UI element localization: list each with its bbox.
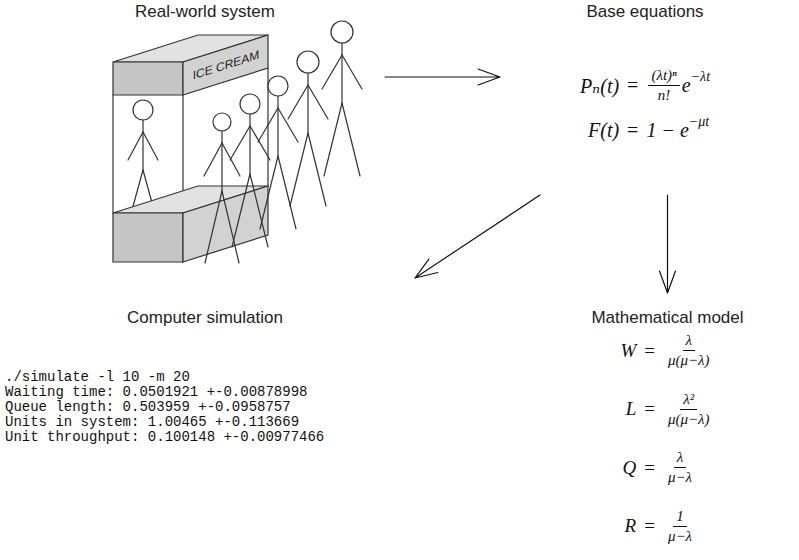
equation-term: e [682, 74, 691, 97]
group-heading: Base equations [540, 2, 750, 22]
equation-grid: W=λμ(μ−λ)L=λ²μ(μ−λ)Q=λμ−λR=1μ−λ [560, 332, 775, 545]
equation-rhs: (λt)ⁿn!e−λt [646, 67, 710, 105]
fraction-numerator: (λt)ⁿ [648, 67, 679, 86]
fraction: λμ−λ [665, 449, 695, 487]
console-line: Waiting time: 0.0501921 +-0.00878998 [5, 385, 408, 400]
equation-rhs: λμ−λ [663, 449, 715, 487]
fraction-denominator: μ(μ−λ) [665, 410, 713, 428]
console-line: ./simulate -l 10 -m 20 [5, 370, 408, 385]
equation-rhs: λ²μ(μ−λ) [663, 391, 715, 429]
simulation-group: Computer simulation ./simulate -l 10 -m 2… [2, 308, 408, 445]
fraction-numerator: λ [674, 449, 687, 468]
exponent: −μt [689, 114, 709, 130]
arrow-line [415, 195, 540, 278]
equals-sign: = [644, 457, 655, 479]
console-line: Unit throughput: 0.100148 +-0.00977466 [5, 430, 408, 445]
fraction-denominator: μ−λ [665, 468, 695, 486]
customer-figure [288, 51, 328, 206]
equation-lhs: L [620, 398, 636, 420]
equation-lhs: Pₙ(t) [580, 74, 619, 98]
console-line: Queue length: 0.503959 +-0.0958757 [5, 400, 408, 415]
equation-lhs: Q [620, 457, 636, 479]
model-group: Mathematical modelW=λμ(μ−λ)L=λ²μ(μ−λ)Q=λ… [560, 308, 775, 545]
console-line: Units in system: 1.00465 +-0.113669 [5, 415, 408, 430]
equation-term: 1 − e [646, 119, 688, 142]
equation-rhs: λμ(μ−λ) [663, 332, 715, 370]
equation-rhs: 1μ−λ [663, 508, 715, 546]
arrow-line [385, 69, 500, 85]
equals-sign: = [627, 119, 638, 142]
equations-group: Base equationsPₙ(t)=(λt)ⁿn!e−λtF(t)=1 − … [540, 2, 790, 187]
fraction-numerator: λ² [680, 391, 697, 410]
fraction: (λt)ⁿn! [648, 67, 679, 105]
fraction: 1μ−λ [665, 508, 695, 546]
group-heading: Real-world system [80, 2, 330, 22]
fraction: λ²μ(μ−λ) [665, 391, 713, 429]
customer-figure [322, 21, 362, 176]
equals-sign: = [644, 515, 655, 537]
fraction-denominator: μ(μ−λ) [665, 351, 713, 369]
equals-sign: = [644, 340, 655, 362]
fraction-denominator: μ−λ [665, 527, 695, 545]
flow-arrow [385, 69, 500, 85]
system-group: Real-world system [80, 2, 330, 270]
arrow-line [660, 195, 676, 293]
vendor-figure [128, 100, 158, 210]
equals-sign: = [627, 74, 638, 97]
console-output: ./simulate -l 10 -m 20Waiting time: 0.05… [2, 370, 408, 445]
exponent: −λt [691, 69, 710, 85]
equation-rhs: 1 − e−μt [646, 119, 710, 142]
group-heading: Computer simulation [2, 308, 408, 328]
stall-roof [113, 35, 268, 95]
equation-lhs: R [620, 515, 636, 537]
customer-figure [230, 94, 270, 247]
fraction: λμ(μ−λ) [665, 332, 713, 370]
equals-sign: = [644, 398, 655, 420]
fraction-numerator: λ [683, 332, 696, 351]
fraction-denominator: n! [655, 86, 674, 104]
stall-post [112, 95, 113, 213]
fraction-numerator: 1 [673, 508, 687, 527]
equation-grid: Pₙ(t)=(λt)ⁿn!e−λtF(t)=1 − e−μt [540, 67, 750, 142]
flow-arrow [415, 195, 540, 278]
equation-lhs: F(t) [580, 119, 619, 142]
group-heading: Mathematical model [560, 308, 775, 328]
equation-lhs: W [620, 340, 636, 362]
flow-arrow [660, 195, 676, 293]
customer-figure [258, 76, 298, 229]
customer-figure [204, 113, 240, 263]
